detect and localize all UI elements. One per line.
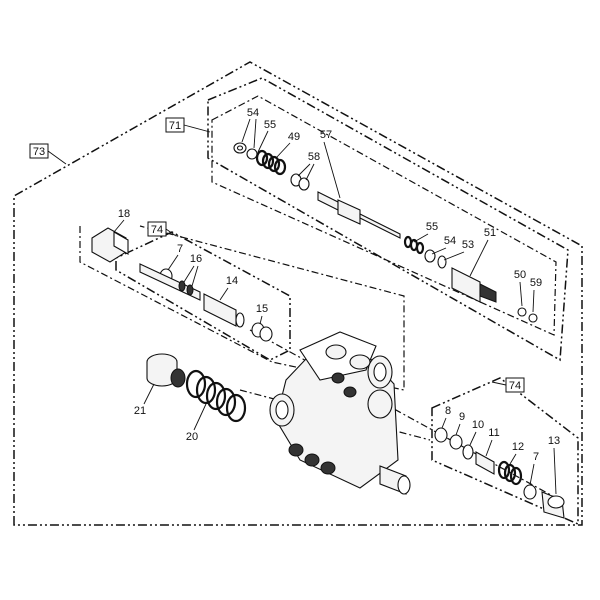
callout-55-lower-text: 55: [426, 221, 438, 233]
callout-7-upper: 7: [167, 243, 183, 271]
part-10-ring: [462, 444, 474, 460]
callout-15-text: 15: [256, 303, 268, 315]
boundary-71-inner: [211, 95, 557, 336]
group-label-71: 71: [165, 117, 211, 133]
callout-58-text: 58: [308, 151, 320, 163]
part-7-lower-ring: [523, 484, 537, 500]
part-12-spring: [497, 460, 523, 486]
group-label-71-text: 71: [169, 120, 181, 132]
callout-12-text: 12: [512, 441, 524, 453]
callout-54-upper-text: 54: [247, 107, 259, 119]
callout-59: 59: [530, 277, 542, 313]
callout-58: 58: [297, 151, 320, 181]
callout-57: 57: [320, 129, 341, 199]
part-11-spool: [475, 451, 495, 475]
callout-57-text: 57: [320, 129, 332, 141]
callout-55-lower: 55: [413, 221, 438, 243]
callout-49: 49: [275, 131, 300, 159]
callout-50: 50: [514, 269, 526, 307]
callout-20: 20: [186, 403, 207, 443]
callout-11-text: 11: [488, 427, 499, 439]
callout-51-text: 51: [484, 227, 496, 239]
part-16-stem: [139, 263, 201, 301]
callout-49-text: 49: [288, 131, 300, 143]
part-50: [517, 307, 527, 317]
callout-14: 14: [219, 275, 238, 301]
callout-55-upper: 55: [257, 119, 276, 153]
axis-line-upper: [249, 329, 561, 501]
group-label-74-upper: 74: [147, 221, 177, 237]
callout-20-text: 20: [186, 431, 198, 443]
valve-body: [269, 331, 411, 495]
callout-12: 12: [509, 441, 524, 465]
callout-10: 10: [469, 419, 484, 446]
part-58-orings: [290, 173, 310, 191]
callout-55-upper-text: 55: [264, 119, 276, 131]
callout-7-lower-text: 7: [533, 451, 539, 463]
part-55-upper: [246, 148, 258, 160]
callout-8: 8: [441, 405, 451, 429]
callout-15: 15: [256, 303, 268, 325]
callout-54-lower-text: 54: [444, 235, 456, 247]
callout-21-text: 21: [134, 405, 146, 417]
group-label-74-lower: 74: [491, 377, 525, 393]
part-20-spring: [185, 369, 247, 423]
callout-16-text: 16: [190, 253, 202, 265]
callout-13: 13: [548, 435, 560, 495]
part-57-spool: [317, 191, 401, 239]
callout-54-lower: 54: [431, 235, 456, 255]
callout-18-text: 18: [118, 208, 130, 220]
boundary-71: [207, 77, 569, 362]
part-8-ring: [434, 427, 448, 443]
axis-line-lower: [239, 389, 431, 441]
callout-7-upper-text: 7: [177, 243, 183, 255]
callout-16: 16: [183, 253, 202, 287]
part-59: [528, 313, 538, 323]
part-49-spring: [255, 149, 287, 176]
boundary-74-lower: [431, 377, 579, 526]
group-label-74-lower-text: 74: [509, 380, 521, 392]
callout-11: 11: [485, 427, 500, 457]
callout-10-text: 10: [472, 419, 484, 431]
part-13-plug: [541, 491, 565, 519]
callout-14-text: 14: [226, 275, 238, 287]
callout-8-text: 8: [445, 405, 451, 417]
part-21-cap: [146, 353, 186, 388]
part-9-ring: [449, 434, 463, 450]
part-54-upper: [233, 142, 247, 154]
callout-13-text: 13: [548, 435, 560, 447]
callout-9: 9: [455, 411, 465, 436]
part-54-lower: [424, 249, 436, 263]
callout-53-text: 53: [462, 239, 474, 251]
callout-50-text: 50: [514, 269, 526, 281]
callout-54-upper: 54: [241, 107, 259, 149]
part-15-rings: [251, 322, 273, 342]
callout-7-lower: 7: [529, 451, 539, 486]
part-51-cap: [451, 267, 497, 303]
callout-9-text: 9: [459, 411, 465, 423]
group-label-73: 73: [29, 143, 67, 165]
callout-53: 53: [443, 239, 474, 261]
callout-51: 51: [469, 227, 496, 277]
group-label-73-text: 73: [33, 146, 45, 158]
part-53: [437, 255, 447, 269]
group-label-74-upper-text: 74: [151, 224, 163, 236]
part-55-lower: [403, 235, 425, 255]
part-14-valve: [203, 293, 245, 328]
part-18-plug: [91, 227, 129, 263]
callout-21: 21: [134, 383, 155, 417]
callout-18: 18: [113, 208, 130, 233]
callout-59-text: 59: [530, 277, 542, 289]
